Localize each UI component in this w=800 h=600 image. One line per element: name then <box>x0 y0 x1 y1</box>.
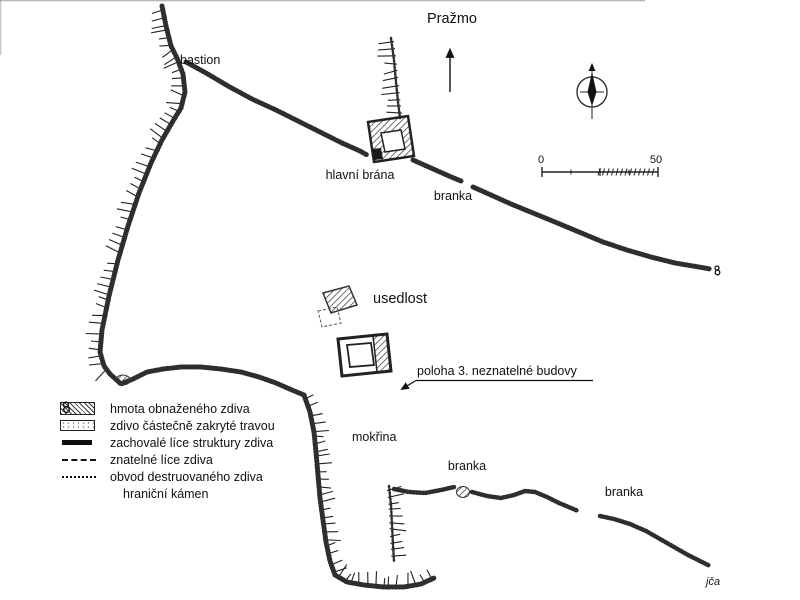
compass-rose <box>576 63 608 119</box>
scale-stripe <box>606 168 610 176</box>
wall-segment <box>107 364 307 398</box>
label-prazmo: Pražmo <box>427 11 477 27</box>
wall-segment <box>301 392 437 590</box>
wall-segment <box>183 59 370 158</box>
wall-lines <box>97 3 713 590</box>
scale-bar-stripes <box>597 168 655 176</box>
scale-stripe <box>615 168 619 176</box>
wall-segment <box>597 513 713 569</box>
wall-segment <box>391 484 457 496</box>
legend-item: obvod destruovaného zdiva <box>60 468 275 485</box>
scale-stripe <box>597 168 601 176</box>
legend-item: znatelné líce zdiva <box>60 451 275 468</box>
scale-start-value: 0 <box>538 154 544 166</box>
compass-needle <box>587 72 597 106</box>
legend-item: hmota obnaženého zdiva <box>60 400 275 417</box>
wall-rubble-blob <box>115 374 131 386</box>
main-gate-structure <box>366 114 416 164</box>
gate-preserved-masonry <box>372 148 383 160</box>
legend-label: znatelné líce zdiva <box>110 452 213 467</box>
wall-segment <box>387 484 396 563</box>
destroyed-wall-dotted-swatch <box>62 475 96 478</box>
wall-rubble-blob <box>456 486 470 498</box>
scale-stripe <box>651 168 655 176</box>
wall-segment <box>410 157 464 184</box>
homestead-ruin-north <box>321 285 359 314</box>
gate-passage <box>380 129 406 153</box>
label-usedlost: usedlost <box>373 291 427 307</box>
scale-end-value: 50 <box>650 154 662 166</box>
scale-bar: 0 50 <box>538 154 662 177</box>
homestead-exposed-masonry <box>372 333 392 373</box>
annotation-arrow <box>400 379 593 390</box>
label-mokrina: mokřina <box>352 430 397 444</box>
label-branka-2: branka <box>448 459 486 473</box>
label-poloha-budovy: poloha 3. neznatelné budovy <box>417 364 578 378</box>
scale-stripe <box>642 168 646 176</box>
wall-segment <box>389 36 402 120</box>
preserved-face-line-swatch <box>62 440 92 445</box>
wall-segment <box>97 3 188 377</box>
boundary-stone-mark <box>714 265 721 276</box>
label-hlavni-brana: hlavní brána <box>326 168 395 182</box>
label-branka-3: branka <box>605 485 643 499</box>
scale-stripe <box>633 168 637 176</box>
scale-stripe <box>638 168 641 176</box>
homestead-interior <box>345 342 376 368</box>
grass-covered-masonry-swatch <box>60 420 95 431</box>
legend-label: zdivo částečně zakryté travou <box>110 418 275 433</box>
usedlost-buildings <box>317 285 393 378</box>
surveyor-signature: jča <box>704 576 720 588</box>
scale-stripe <box>629 168 632 176</box>
homestead-ruin-outline <box>317 306 342 328</box>
discernible-face-dashed-swatch <box>62 458 96 461</box>
wall-segment <box>470 184 713 272</box>
scale-stripe <box>647 168 650 176</box>
label-bastion: bastion <box>180 53 220 67</box>
compass-north-tip <box>588 63 596 71</box>
wall-segment <box>469 488 581 514</box>
legend-item: zachovalé líce struktury zdiva <box>60 434 275 451</box>
scale-stripe <box>620 168 623 176</box>
label-branka-1: branka <box>434 189 472 203</box>
legend-label: zachovalé líce struktury zdiva <box>110 435 274 450</box>
legend-label: hmota obnaženého zdiva <box>110 401 250 416</box>
scale-stripe <box>611 168 614 176</box>
legend-label: obvod destruovaného zdiva <box>110 469 263 484</box>
map-legend: hmota obnaženého zdiva zdivo částečně za… <box>60 400 275 502</box>
legend-item: hraniční kámen <box>60 401 275 502</box>
scale-stripe <box>624 168 628 176</box>
legend-label: hraniční kámen <box>123 486 209 501</box>
legend-item: zdivo částečně zakryté travou <box>60 417 275 434</box>
scale-stripe <box>602 168 605 176</box>
